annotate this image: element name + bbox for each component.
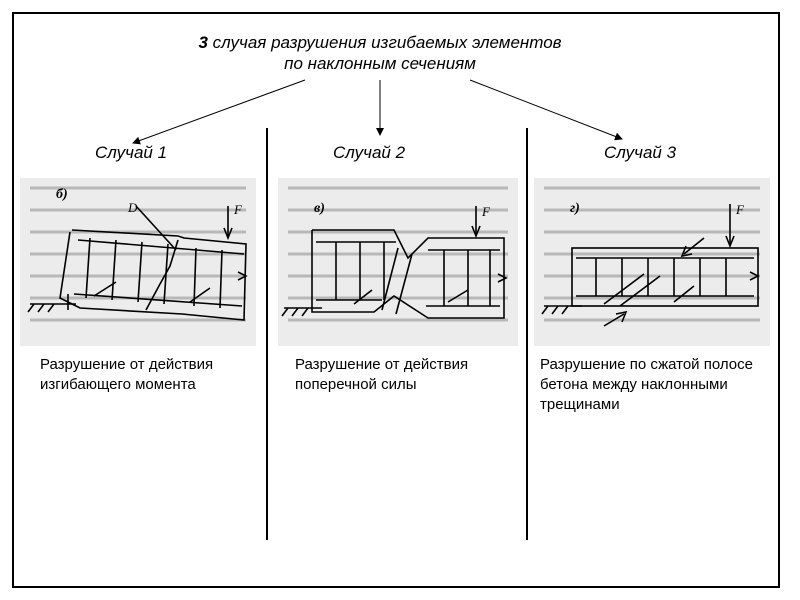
case-2-caption: Разрушение от действия поперечной силы	[295, 356, 469, 393]
case-3-label: Случай 3	[604, 143, 677, 162]
case-3-caption: Разрушение по сжатой полосе бетона между…	[540, 356, 753, 413]
title-line1: случая разрушения изгибаемых элементов	[207, 33, 562, 52]
case-2-fig-letter: в)	[314, 201, 325, 216]
case-2-label: Случай 2	[333, 143, 406, 162]
case-1-caption: Разрушение от действия изгибающего момен…	[40, 356, 214, 393]
title-line2: по наклонным сечениям	[284, 54, 476, 73]
case-2-force-label: F	[481, 204, 491, 219]
divider-1	[266, 128, 268, 540]
arrow-to-case-1	[132, 79, 306, 145]
case-3-figure: г) F	[534, 178, 770, 346]
slide-frame	[12, 12, 780, 588]
case-1-fig-letter: б)	[56, 187, 68, 202]
slide-title: 3 случая разрушения изгибаемых элементов…	[120, 32, 640, 74]
case-1-force-label: F	[233, 202, 243, 217]
title-number: 3	[198, 33, 208, 52]
case-3-force-label: F	[735, 202, 745, 217]
case-1-crack-label: D	[127, 200, 138, 215]
case-1-label: Случай 1	[95, 143, 168, 162]
case-2-figure: в) F	[278, 178, 518, 346]
case-1-figure: б) D F	[20, 178, 256, 346]
case-3-fig-letter: г)	[570, 201, 580, 216]
divider-2	[526, 128, 528, 540]
arrow-to-case-3	[469, 79, 623, 141]
